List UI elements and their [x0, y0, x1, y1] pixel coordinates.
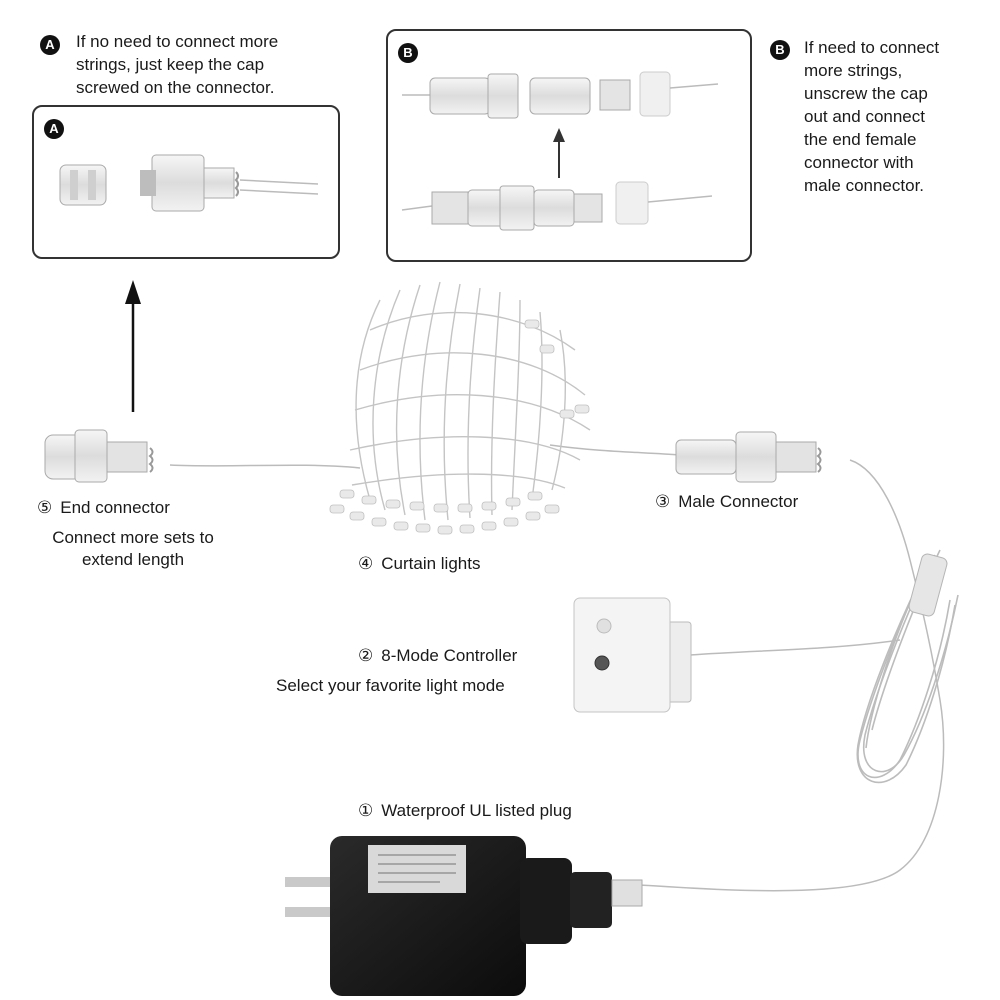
plug-prong-bottom-icon [285, 907, 330, 917]
panel-b-connected-icon [402, 71, 719, 119]
text-plug: Waterproof UL listed plug [381, 801, 572, 820]
label-male-connector: ③ Male Connector [655, 491, 798, 513]
label-end-connector: ⑤ End connector [37, 497, 170, 519]
note-b-line: male connector. [804, 176, 925, 195]
label-curtain-lights: ④ Curtain lights [358, 553, 480, 575]
badge-a-icon: A [40, 35, 60, 55]
text-male-connector: Male Connector [678, 492, 799, 511]
curtain-bulbs-icon [329, 319, 590, 535]
label-plug: ① Waterproof UL listed plug [358, 800, 572, 822]
wire-clip-icon [908, 553, 948, 617]
end-connector-sub-line: Connect more sets to [52, 528, 214, 547]
plug-prong-top-icon [285, 877, 330, 887]
text-curtain-lights: Curtain lights [381, 554, 481, 573]
panel-b-unplugged-icon [401, 181, 713, 231]
controller-description: Select your favorite light mode [276, 676, 505, 695]
text-controller: 8-Mode Controller [381, 646, 518, 665]
panel-b-arrow-icon [553, 128, 565, 178]
num-end-connector: ⑤ [37, 498, 53, 517]
end-connector-icon [44, 429, 154, 483]
text-end-connector: End connector [60, 498, 170, 517]
controller-button-icon [596, 618, 612, 634]
end-connector-description: Connect more sets to extend length [38, 527, 228, 571]
note-b-line: unscrew the cap [804, 84, 928, 103]
wire-male-to-plug [639, 459, 945, 892]
note-a-text: If no need to connect more strings, just… [76, 30, 278, 99]
num-plug: ① [358, 801, 374, 820]
num-male-connector: ③ [655, 492, 671, 511]
note-b-line: more strings, [804, 61, 903, 80]
panel-a-badge-icon: A [44, 119, 64, 139]
badge-b-icon: B [770, 40, 790, 60]
num-controller: ② [358, 646, 374, 665]
note-a-line: If no need to connect more [76, 32, 279, 51]
note-b-line: out and connect [804, 107, 925, 126]
wire-curtain-to-male [549, 444, 681, 456]
note-b-line: If need to connect [804, 38, 940, 57]
label-controller: ② 8-Mode Controller [358, 645, 517, 667]
coiled-wire-icon [856, 549, 959, 784]
note-a-line: screwed on the connector. [76, 78, 275, 97]
male-connector-icon [675, 431, 822, 483]
controller-icon [573, 597, 692, 713]
wire-controller [689, 639, 901, 656]
panel-a-connector-icon [59, 154, 319, 212]
note-b-text: If need to connect more strings, unscrew… [804, 36, 939, 197]
note-a-line: strings, just keep the cap [76, 55, 265, 74]
note-b-line: connector with [804, 153, 914, 172]
wire-end-to-curtain [169, 464, 361, 469]
controller-sensor-icon [594, 655, 610, 671]
up-arrow-icon [125, 280, 141, 412]
panel-b-badge-icon: B [398, 43, 418, 63]
num-curtain-lights: ④ [358, 554, 374, 573]
curtain-lights-icon [349, 281, 591, 521]
plug-adapter-icon [285, 836, 643, 996]
note-b-line: the end female [804, 130, 917, 149]
end-connector-sub-line: extend length [81, 550, 185, 569]
